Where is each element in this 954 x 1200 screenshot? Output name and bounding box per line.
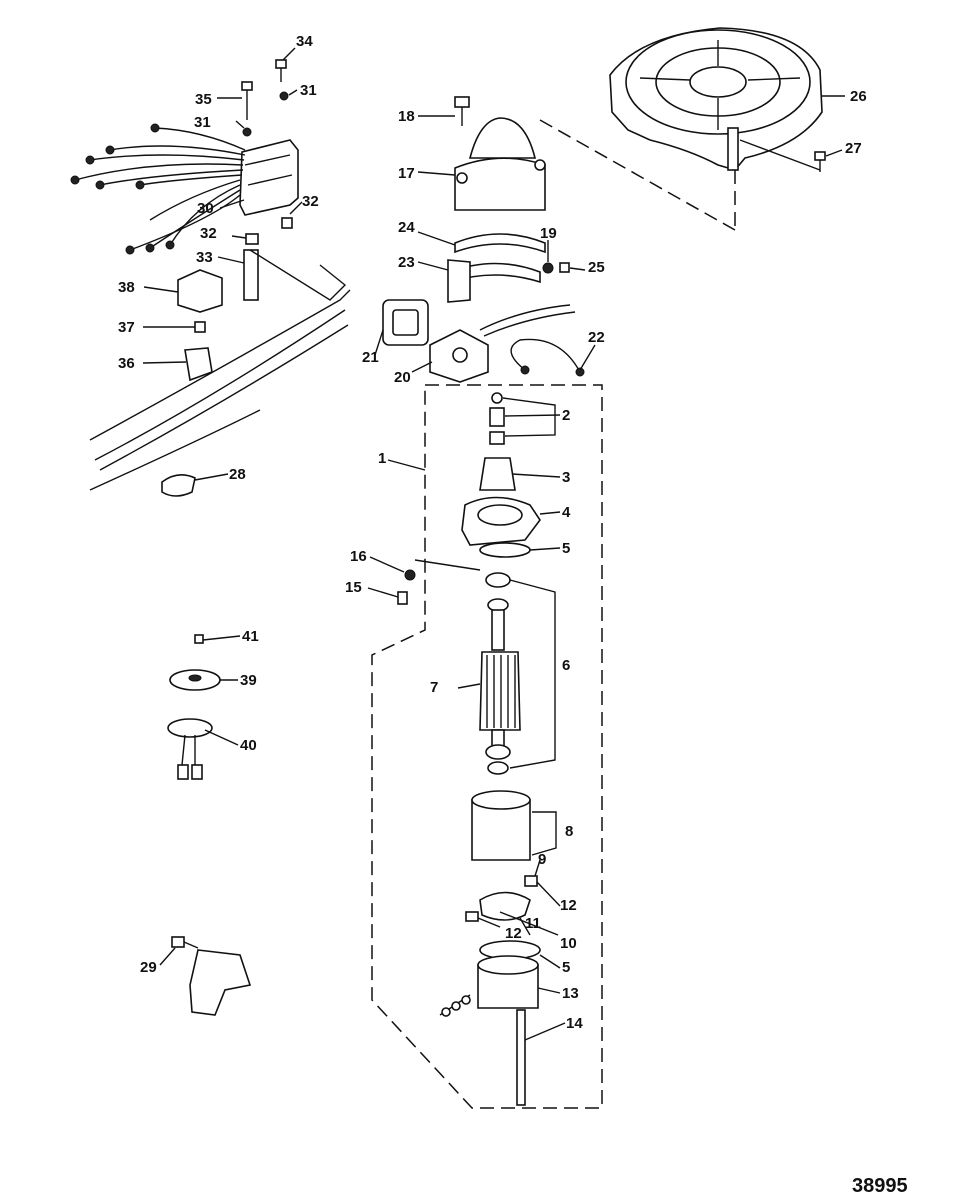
callout-32: 32 [302, 193, 319, 210]
module-38 [177, 269, 223, 313]
bolt-35 [241, 81, 253, 120]
callout-19: 19 [540, 225, 557, 242]
callout-29: 29 [140, 959, 157, 976]
sensor-40 [167, 718, 213, 780]
callout-23: 23 [398, 254, 415, 271]
starter-assembly-outline [371, 384, 603, 1109]
callout-14: 14 [566, 1015, 583, 1032]
callout-20: 20 [394, 369, 411, 386]
washer-31 [242, 91, 289, 137]
callout-36: 36 [118, 355, 135, 372]
callout-5: 5 [562, 959, 570, 976]
callout-30: 30 [197, 200, 214, 217]
callout-32: 32 [200, 225, 217, 242]
callout-5: 5 [562, 540, 570, 557]
callout-37: 37 [118, 319, 135, 336]
callout-1: 1 [378, 450, 386, 467]
callout-16: 16 [350, 548, 367, 565]
callout-31: 31 [194, 114, 211, 131]
wire-harness [70, 123, 246, 255]
callout-25: 25 [588, 259, 605, 276]
callout-12: 12 [505, 925, 522, 942]
callout-33: 33 [196, 249, 213, 266]
callout-12: 12 [560, 897, 577, 914]
screw-41 [194, 634, 204, 644]
solenoid-cover-17 [454, 117, 546, 211]
sleeve-33 [243, 249, 259, 301]
engine-block-outline [89, 249, 351, 491]
callout-2: 2 [562, 407, 570, 424]
callout-35: 35 [195, 91, 212, 108]
bracket-23 [447, 259, 541, 303]
callout-40: 40 [240, 737, 257, 754]
callout-27: 27 [845, 140, 862, 157]
screw-34 [275, 59, 287, 82]
callout-28: 28 [229, 466, 246, 483]
cover-to-bracket-line [539, 119, 736, 231]
starter-parts [397, 392, 541, 1106]
bolt-18 [454, 96, 470, 126]
callout-13: 13 [562, 985, 579, 1002]
callout-8: 8 [565, 823, 573, 840]
plug-28 [161, 474, 196, 497]
plate-39 [169, 669, 221, 691]
cable-22 [510, 338, 585, 377]
callout-34: 34 [296, 33, 313, 50]
solenoid-21 [382, 299, 429, 346]
leader-lines [142, 47, 845, 1041]
callout-9: 9 [538, 851, 546, 868]
callout-41: 41 [242, 628, 259, 645]
flywheel-cover [609, 27, 823, 171]
solenoid-20 [429, 304, 576, 383]
callout-11: 11 [525, 915, 541, 932]
callout-21: 21 [362, 349, 379, 366]
screw-37 [194, 321, 206, 333]
nut-19 [542, 262, 554, 274]
callout-18: 18 [398, 108, 415, 125]
callout-3: 3 [562, 469, 570, 486]
callout-22: 22 [588, 329, 605, 346]
callout-10: 10 [560, 935, 577, 952]
callout-31: 31 [300, 82, 317, 99]
figure-number: 38995 [852, 1175, 908, 1197]
callout-17: 17 [398, 165, 415, 182]
bracket-24 [454, 233, 546, 254]
callout-labels: 34 35 31 31 32 30 32 33 38 37 36 28 18 1… [118, 33, 908, 1197]
screw-25 [559, 262, 570, 273]
grommet-32 [245, 217, 293, 245]
callout-6: 6 [562, 657, 570, 674]
callout-39: 39 [240, 672, 257, 689]
callout-4: 4 [562, 504, 571, 521]
bracket-29 [171, 936, 252, 1016]
callout-24: 24 [398, 219, 415, 236]
wiring-junction-30 [239, 139, 299, 216]
callout-38: 38 [118, 279, 135, 296]
callout-26: 26 [850, 88, 867, 105]
callout-15: 15 [345, 579, 362, 596]
callout-7: 7 [430, 679, 438, 696]
